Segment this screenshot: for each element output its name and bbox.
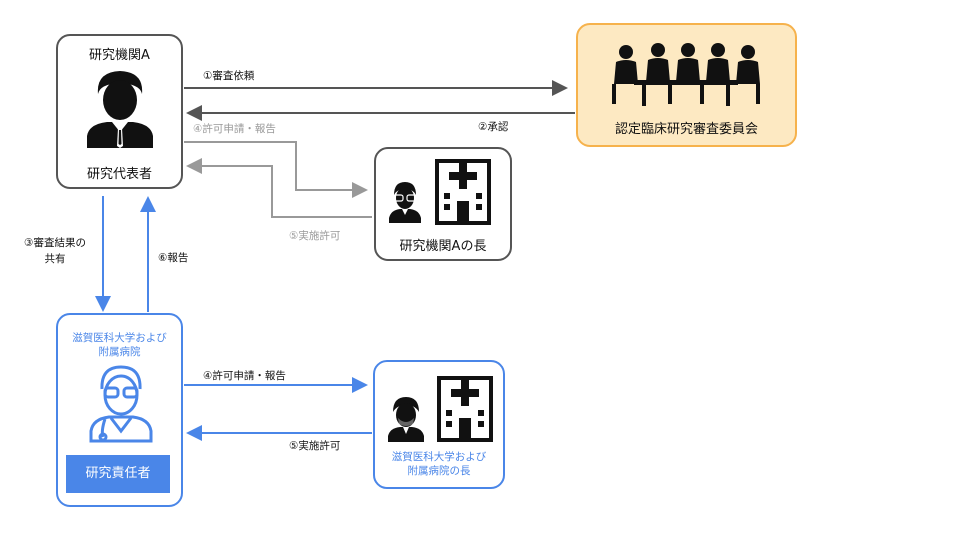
shiga-title: 滋賀医科大学および 附属病院 xyxy=(72,332,167,358)
meeting-icon xyxy=(612,43,760,106)
arrow-permission-a xyxy=(186,158,372,218)
label-permission-request-a: ④許可申請・報告 xyxy=(193,123,276,135)
surgeon-icon xyxy=(388,397,424,442)
label-share-results: ③審査結果の 共有 xyxy=(24,237,86,265)
researcher-icon xyxy=(87,71,153,148)
label-report: ⑥報告 xyxy=(158,252,189,264)
arrow-permission-request-a xyxy=(184,141,368,198)
label-review-request: ①審査依頼 xyxy=(203,70,255,82)
label-approval: ②承認 xyxy=(478,121,509,133)
committee-label: 認定臨床研究審査委員会 xyxy=(614,122,758,137)
lead-researcher-badge: 研究責任者 xyxy=(66,455,170,493)
institution-a-title: 研究機関A xyxy=(89,48,150,63)
institution-a-head-label: 研究機関Aの長 xyxy=(399,239,487,254)
label-permission-shiga: ⑤実施許可 xyxy=(289,440,341,452)
principal-investigator-label: 研究代表者 xyxy=(86,167,152,182)
hospital-icon-shiga xyxy=(437,376,493,442)
doctor-icon xyxy=(389,182,421,223)
label-permission-request-shiga: ④許可申請・報告 xyxy=(203,370,286,382)
shiga-head-label: 滋賀医科大学および 附属病院の長 xyxy=(391,451,487,477)
hospital-icon xyxy=(435,159,491,225)
label-permission-a: ⑤実施許可 xyxy=(289,230,341,242)
doctor-blue-icon xyxy=(89,365,153,443)
